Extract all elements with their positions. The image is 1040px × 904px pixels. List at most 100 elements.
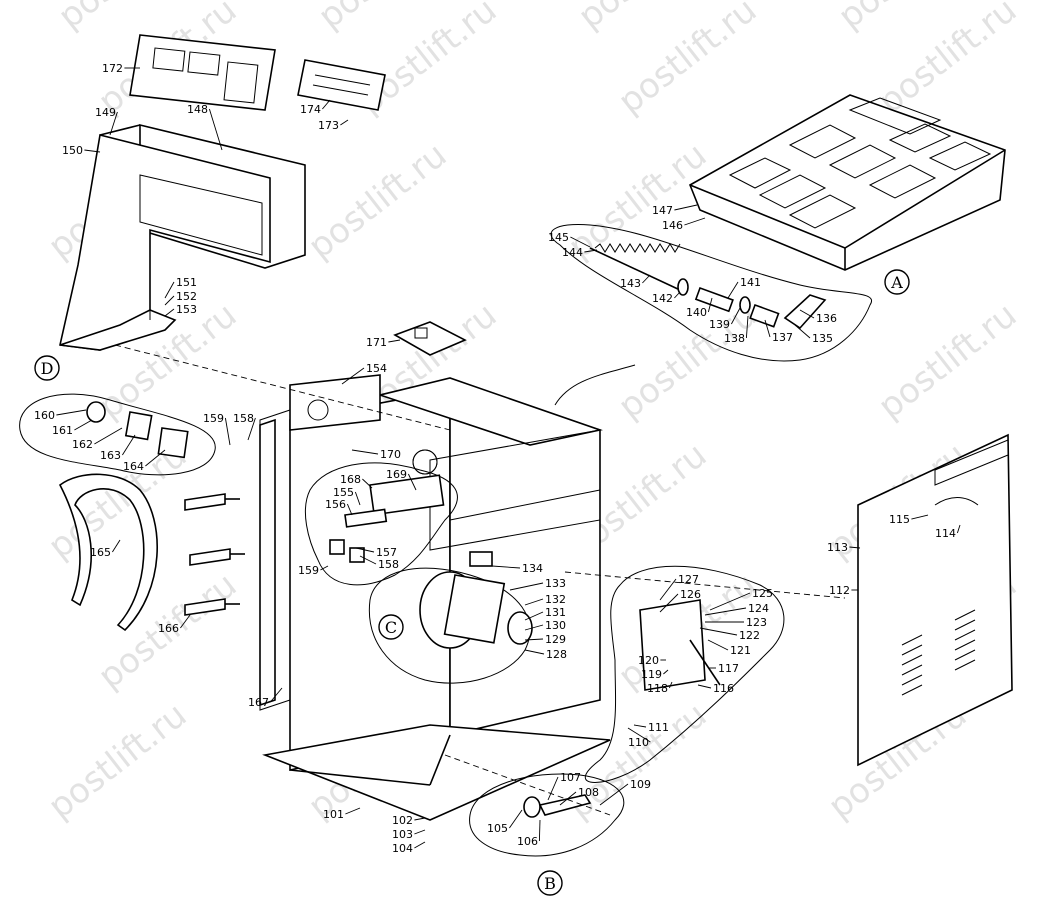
part-number-label: 122 (739, 629, 760, 642)
control-panel-overlay (129, 34, 276, 111)
inner-electronics-bubble (304, 449, 458, 586)
leader-line (674, 204, 698, 211)
leader-line (407, 473, 417, 491)
part-number-label: 154 (366, 362, 387, 375)
part-number-label: 145 (548, 231, 569, 244)
part-number-label: 160 (34, 409, 55, 422)
leader-line (704, 607, 747, 616)
threaded-rods (184, 493, 245, 616)
part-number-label: 136 (816, 312, 837, 325)
callout-d-assembly (19, 393, 216, 476)
leader-line (388, 339, 401, 343)
leader-line (642, 274, 651, 284)
part-number-label: 155 (333, 486, 354, 499)
leader-line (674, 291, 681, 299)
part-number-label: 135 (812, 332, 833, 345)
leader-line (322, 99, 331, 110)
leader-line (570, 236, 591, 248)
leader-line (164, 295, 175, 306)
part-number-label: 103 (392, 828, 413, 841)
part-number-label: 161 (52, 424, 73, 437)
part-number-label: 140 (686, 306, 707, 319)
right-internal-assembly (584, 565, 785, 783)
leader-line (956, 524, 961, 534)
leader-line (341, 367, 365, 385)
leader-line (659, 578, 677, 601)
callout-circle (884, 269, 910, 295)
leader-line (524, 611, 544, 621)
part-number-label: 108 (578, 786, 599, 799)
leader-line (109, 111, 118, 136)
part-number-label: 104 (392, 842, 413, 855)
part-number-label: 128 (546, 648, 567, 661)
part-number-label: 111 (648, 721, 669, 734)
callout-letter: C (385, 618, 397, 637)
part-number-label: 151 (176, 276, 197, 289)
leader-line (145, 449, 166, 467)
leader-line (663, 669, 669, 675)
part-number-label: 169 (386, 468, 407, 481)
callout-circle (378, 614, 404, 640)
callout-letter: B (544, 874, 556, 893)
leader-line (764, 319, 771, 338)
leader-line (56, 409, 87, 416)
part-number-label: 112 (829, 584, 850, 597)
part-number-label: 156 (325, 498, 346, 511)
leader-line (180, 614, 191, 629)
callout-circle (537, 870, 563, 896)
leader-line (112, 539, 121, 553)
leader-line (247, 417, 256, 441)
part-number-label: 110 (628, 736, 649, 749)
part-number-label: 143 (620, 277, 641, 290)
watermark-text: postlift.ru (611, 0, 764, 122)
leader-line (538, 819, 541, 842)
leader-line (509, 809, 523, 829)
leader-line (633, 724, 647, 728)
leader-line (731, 307, 741, 325)
assembly-guide-lines (114, 344, 846, 816)
part-number-label: 166 (158, 622, 179, 635)
leader-line (584, 249, 598, 253)
leader-line (84, 149, 101, 153)
leader-line (668, 681, 673, 689)
part-number-label: 170 (380, 448, 401, 461)
leader-line (911, 514, 929, 520)
part-number-label: 121 (730, 644, 751, 657)
watermark-text: postlift.ru (871, 295, 1024, 427)
leader-line (524, 638, 544, 641)
part-number-label: 131 (545, 606, 566, 619)
part-number-label: 174 (300, 103, 321, 116)
part-number-label: 164 (123, 460, 144, 473)
leader-line (699, 627, 738, 636)
part-number-label: 117 (718, 662, 739, 675)
leader-line (346, 503, 353, 516)
part-number-label: 127 (678, 573, 699, 586)
part-number-label: 171 (366, 336, 387, 349)
leader-line (359, 555, 377, 565)
part-number-label: 157 (376, 546, 397, 559)
part-number-label: 147 (652, 204, 673, 217)
part-number-label: 149 (95, 106, 116, 119)
part-number-label: 146 (662, 219, 683, 232)
part-number-label: 116 (713, 682, 734, 695)
part-number-label: 129 (545, 633, 566, 646)
bracket (58, 473, 158, 632)
leader-line (340, 119, 349, 126)
part-number-label: 105 (487, 822, 508, 835)
accessory-tray (688, 94, 1006, 271)
part-number-label: 153 (176, 303, 197, 316)
part-number-label: 113 (827, 541, 848, 554)
leader-line (270, 687, 283, 703)
part-number-label: 106 (517, 835, 538, 848)
part-number-label: 102 (392, 814, 413, 827)
part-number-label: 132 (545, 593, 566, 606)
part-number-label: 173 (318, 119, 339, 132)
leader-line (659, 593, 679, 613)
leader-line (627, 727, 651, 743)
part-number-label: 137 (772, 331, 793, 344)
part-number-label: 126 (680, 588, 701, 601)
callout-circle (34, 355, 60, 381)
